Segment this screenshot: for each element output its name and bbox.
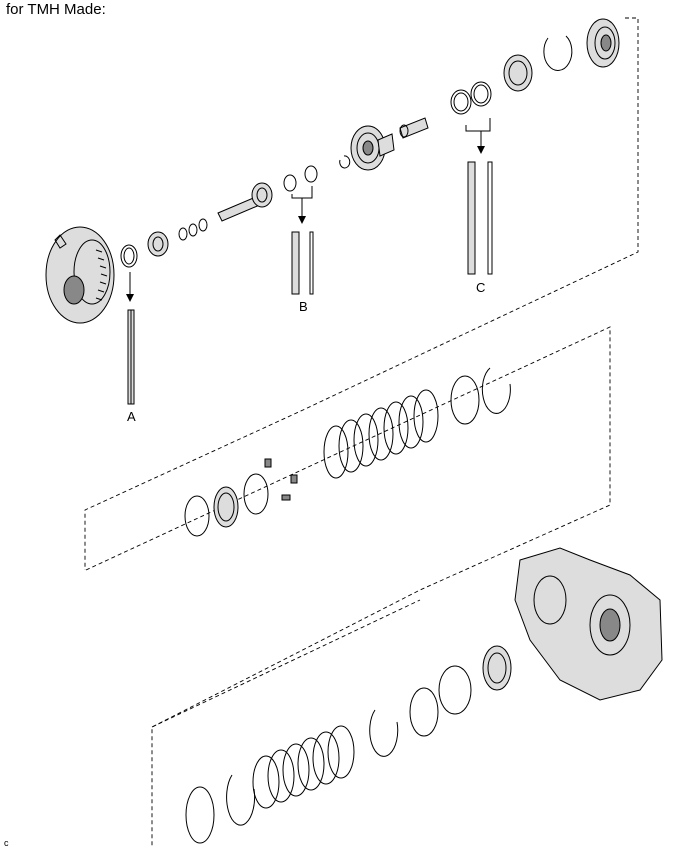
guide-line-lower [151,599,421,728]
guide-line-upper [84,17,639,570]
callout-b: B [299,299,308,314]
small-shaft-icon [399,117,429,139]
piston-icon [184,473,269,537]
snap-ring-icon [481,367,511,414]
bearing-icon [147,231,169,257]
clutch-disc-icon [297,737,325,791]
seal-ring-icon [450,81,492,115]
return-spring-icon [438,665,472,715]
snap-ring-icon [369,709,399,757]
ring-gear-icon [503,54,533,92]
gear-icon [350,125,395,171]
oil-pump-assembly-icon [45,226,115,324]
callout-c: C [476,280,486,295]
diagram-title: for TMH Made: [6,1,106,18]
clutch-plate-icon [185,786,215,844]
snap-ring-icon [339,155,351,169]
clutch-disc-icon [323,425,349,479]
clutch-disc-icon [252,755,280,809]
clutch-disc-icon [282,743,310,797]
clutch-disc-icon [338,419,364,473]
clutch-disc-icon [267,749,295,803]
clutch-disc-icon [383,401,409,455]
gear-icon [586,18,620,68]
piston-springs-icon [264,458,298,501]
clutch-plate-icon [450,375,480,425]
piston-icon [482,645,512,691]
clutch-disc-icon [413,389,439,443]
callout-a: A [127,409,136,424]
clutch-disc-icon [312,731,340,785]
clutch-disc-icon [368,407,394,461]
clutch-disc-icon [353,413,379,467]
clutch-disc-icon [327,725,355,779]
input-shaft-icon [217,182,273,222]
snap-ring-icon [226,774,256,826]
seal-strip-a [127,309,135,405]
bracket-c [465,118,491,132]
snap-ring-icon [543,35,573,71]
seal-strip-c [467,161,493,275]
seal-ring-icon [283,165,318,192]
clutch-disc-icon [398,395,424,449]
clutch-plate-icon [409,687,439,737]
transaxle-case-icon [514,547,663,701]
clutch-pack-lower [185,645,512,844]
seal-strip-b [291,231,314,295]
clutch-pack-middle [323,367,511,479]
seal-ring-icon [120,244,138,268]
o-ring-icon [178,218,208,241]
corner-mark: c [4,838,9,848]
guide-line-middle [85,326,611,848]
